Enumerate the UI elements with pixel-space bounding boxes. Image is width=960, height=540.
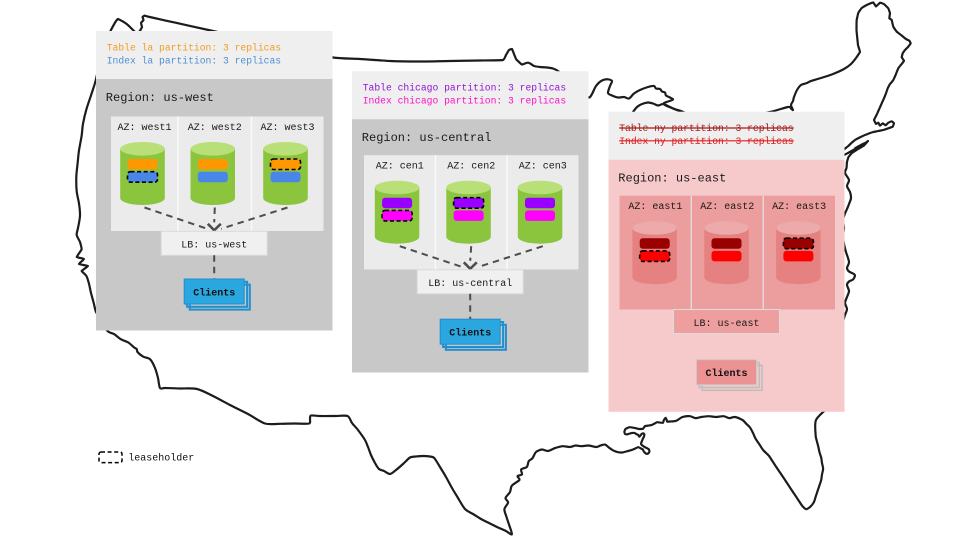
svg-text:AZ: west2: AZ: west2 <box>188 123 242 134</box>
svg-text:Clients: Clients <box>449 328 491 340</box>
svg-text:AZ: east2: AZ: east2 <box>700 202 754 213</box>
svg-text:Region: us-east: Region: us-east <box>618 172 726 186</box>
svg-text:AZ: west1: AZ: west1 <box>118 123 172 134</box>
svg-text:Table ny partition: 3 replicas: Table ny partition: 3 replicas <box>619 123 794 134</box>
svg-text:LB: us-east: LB: us-east <box>694 319 760 330</box>
svg-text:Clients: Clients <box>193 287 235 299</box>
svg-text:Table la partition: 3 replicas: Table la partition: 3 replicas <box>107 43 282 54</box>
svg-text:Table chicago partition: 3 rep: Table chicago partition: 3 replicas <box>363 83 567 94</box>
svg-text:Index chicago partition: 3 rep: Index chicago partition: 3 replicas <box>363 96 567 107</box>
svg-text:Region: us-central: Region: us-central <box>362 131 492 145</box>
svg-text:AZ: east3: AZ: east3 <box>772 202 826 213</box>
svg-text:AZ: west3: AZ: west3 <box>261 123 315 134</box>
svg-text:AZ: cen3: AZ: cen3 <box>519 162 567 173</box>
svg-text:AZ: cen1: AZ: cen1 <box>376 162 424 173</box>
svg-text:AZ: east1: AZ: east1 <box>628 202 682 213</box>
svg-text:AZ: cen2: AZ: cen2 <box>447 162 495 173</box>
svg-text:Region: us-west: Region: us-west <box>106 91 214 105</box>
svg-text:leaseholder: leaseholder <box>128 453 194 465</box>
svg-text:LB: us-central: LB: us-central <box>428 278 512 290</box>
svg-text:Index la partition: 3 replicas: Index la partition: 3 replicas <box>107 55 282 66</box>
svg-text:Index ny partition: 3 replicas: Index ny partition: 3 replicas <box>619 136 794 147</box>
svg-text:LB: us-west: LB: us-west <box>181 241 247 252</box>
svg-text:Clients: Clients <box>706 368 748 380</box>
